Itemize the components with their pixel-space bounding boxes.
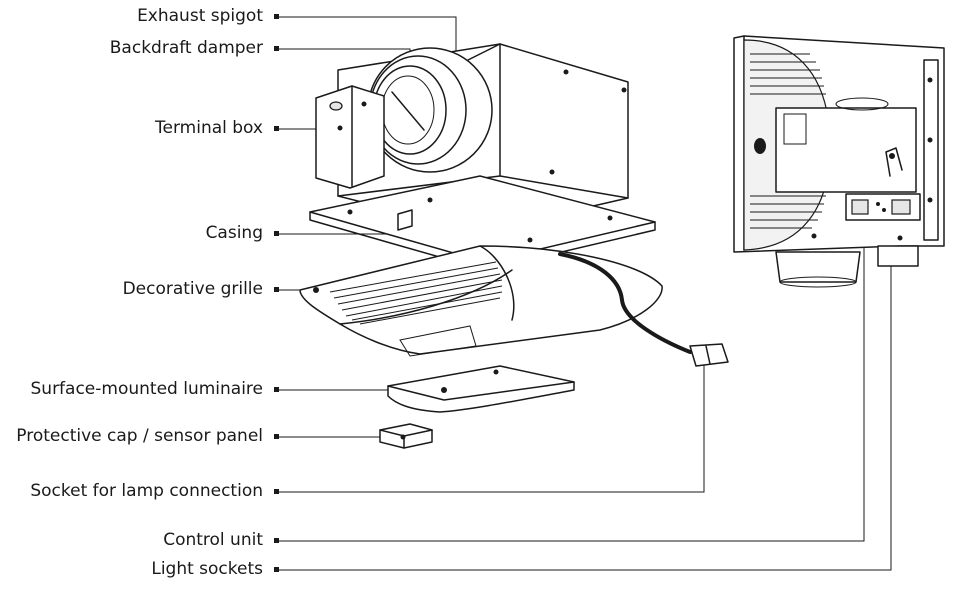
label-backdraft-damper: Backdraft damper xyxy=(109,38,263,58)
luminaire-screw xyxy=(493,369,499,375)
bullet-protective-cap xyxy=(274,434,279,439)
backdraft-damper-ring xyxy=(373,65,447,155)
spigot-top-edge xyxy=(467,43,501,61)
bullet-surface-luminaire xyxy=(274,387,279,392)
terminal-box-gland xyxy=(329,101,343,111)
surface-luminaire xyxy=(387,365,575,413)
luminaire-marker xyxy=(441,387,447,393)
fan-housing xyxy=(309,43,656,271)
mounting-bracket xyxy=(397,209,413,231)
label-casing: Casing xyxy=(205,223,263,243)
bullet-backdraft-damper xyxy=(274,46,279,51)
control-plate xyxy=(775,107,917,193)
flange-screw xyxy=(347,209,353,215)
terminal-box-screw xyxy=(337,125,343,131)
lamp-cable xyxy=(558,252,692,354)
shell-louvres xyxy=(750,53,826,229)
control-wires xyxy=(885,147,903,177)
leader-lamp-socket xyxy=(279,362,705,493)
bullet-lamp-socket xyxy=(274,489,279,494)
grille-inner-rim xyxy=(399,325,477,357)
label-control-unit: Control unit xyxy=(163,530,263,550)
flange-screw xyxy=(427,197,433,203)
leader-control-unit xyxy=(279,210,865,542)
terminal-box xyxy=(315,85,385,189)
grille-body xyxy=(299,245,663,355)
casing-screw xyxy=(621,87,627,93)
flange-screw xyxy=(527,237,533,243)
label-exhaust-spigot: Exhaust spigot xyxy=(137,6,263,26)
casing-screw xyxy=(549,169,555,175)
bullet-exhaust-spigot xyxy=(274,14,279,19)
label-terminal-box: Terminal box xyxy=(155,118,263,138)
leader-light-sockets xyxy=(279,210,892,571)
grille-screw xyxy=(313,287,319,293)
decorative-grille xyxy=(299,245,729,367)
control-label xyxy=(783,113,807,145)
bullet-decorative-grille xyxy=(274,287,279,292)
label-decorative-grille: Decorative grille xyxy=(122,279,263,299)
flange-screw xyxy=(607,215,613,221)
label-lamp-socket: Socket for lamp connection xyxy=(30,481,263,501)
protective-cap xyxy=(379,423,433,449)
label-light-sockets: Light sockets xyxy=(151,559,263,579)
bullet-terminal-box xyxy=(274,126,279,131)
grille-side xyxy=(479,245,515,321)
luminaire-edge xyxy=(387,381,575,401)
bullet-light-sockets xyxy=(274,567,279,572)
bullet-casing xyxy=(274,231,279,236)
label-surface-luminaire: Surface-mounted luminaire xyxy=(30,379,264,399)
terminal-box-screw xyxy=(361,101,367,107)
casing-screw xyxy=(563,69,569,75)
bottom-box xyxy=(877,245,919,267)
control-unit-view xyxy=(733,35,945,288)
fan-spigot-top xyxy=(835,97,889,111)
label-protective-cap: Protective cap / sensor panel xyxy=(16,426,263,446)
luminaire-body xyxy=(387,365,575,413)
grille-louvres xyxy=(329,261,503,325)
lamp-connector xyxy=(689,343,729,367)
damper-flap xyxy=(391,91,425,131)
control-side-wall xyxy=(923,59,939,241)
light-socket xyxy=(851,199,869,215)
shell-hole xyxy=(754,138,766,154)
light-socket xyxy=(891,199,911,215)
bullet-control-unit xyxy=(274,538,279,543)
cap-marker xyxy=(400,434,406,440)
grille-curve xyxy=(339,269,513,325)
